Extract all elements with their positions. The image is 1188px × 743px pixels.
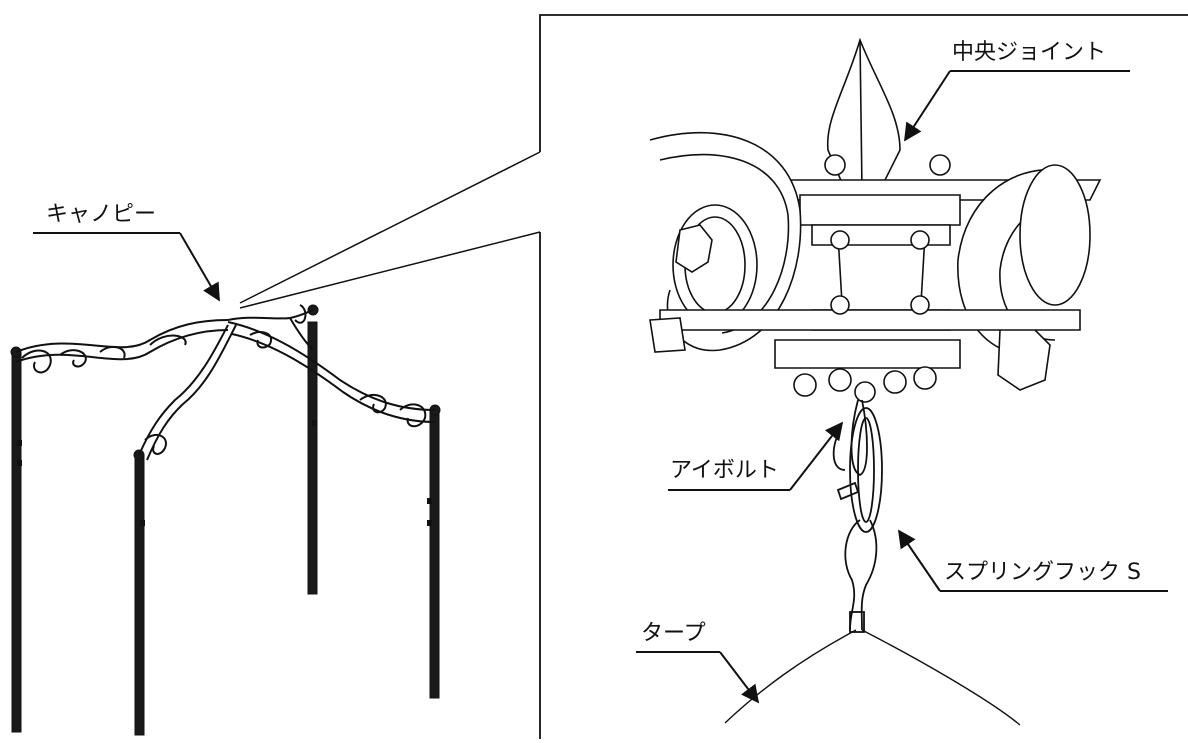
label-eye-bolt: アイボルト [670,458,779,483]
eye-bolt-and-hook [832,399,883,633]
label-canopy: キャノピー [46,202,157,227]
post-front-left [11,351,22,733]
spring-hook-leader [897,529,1168,592]
label-tarp: タープ [641,621,706,646]
tarp-leader [636,651,760,704]
post-back [307,321,318,595]
eye-bolt-leader [668,421,844,491]
post-details [17,420,432,526]
canopy-leader [33,232,220,302]
callout-wedge [239,151,541,309]
canopy-arches [15,304,436,461]
center-joint-leader [904,70,1130,142]
center-joint-assembly [649,37,1102,403]
post-right [429,409,440,699]
post-front-mid [134,454,145,736]
canopy-frame [10,304,441,736]
detail-frame [539,14,1188,739]
label-spring-hook: スプリングフック S [944,560,1141,585]
tarp-lines [724,629,1021,726]
label-center-joint: 中央ジョイント [952,40,1107,65]
